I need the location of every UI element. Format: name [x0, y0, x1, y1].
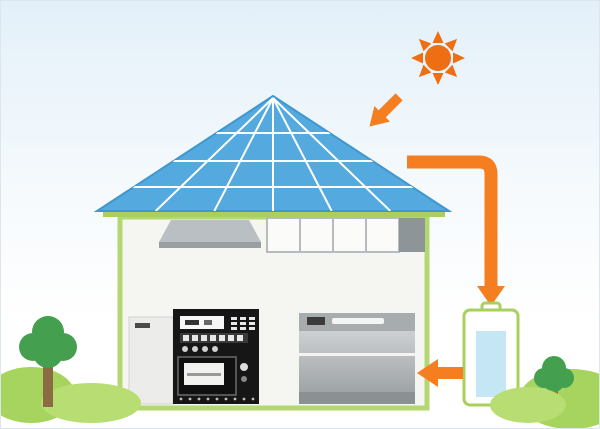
- oven-unit: [173, 309, 259, 404]
- oven-door-knob2: [241, 376, 247, 382]
- range-hood-shape: [159, 220, 261, 242]
- right-vegetation: [490, 356, 599, 428]
- left-vegetation: [1, 316, 141, 423]
- arrow-roof-to-battery-head: [477, 286, 505, 306]
- tree-right-canopy: [534, 356, 574, 392]
- oven-display: [180, 316, 224, 329]
- tree-left-canopy: [19, 316, 77, 368]
- sun-disc: [425, 45, 451, 71]
- sun-rays: [411, 31, 465, 85]
- dishwasher-unit: [299, 313, 415, 404]
- dishwasher-handle-slot: [332, 318, 384, 324]
- window-dark-panel: [399, 218, 425, 252]
- arrow-sun-to-roof-icon: [369, 93, 403, 127]
- oven-display-tick2: [204, 320, 212, 325]
- oven-door-knob: [240, 363, 248, 371]
- dishwasher-body-line: [299, 353, 415, 356]
- battery-charge-level: [476, 331, 506, 397]
- arrow-battery-to-house-icon: [417, 359, 463, 387]
- range-hood-bar: [159, 242, 261, 248]
- storage-battery: [462, 301, 520, 407]
- bush-left-small: [41, 383, 141, 423]
- cabinet-handle: [135, 323, 150, 328]
- dishwasher-control-panel: [307, 317, 325, 325]
- bush-right-front: [490, 387, 566, 423]
- oven-vent-dots: [179, 397, 255, 401]
- house: [117, 214, 430, 411]
- roof-eave: [103, 211, 445, 217]
- oven-button-grid: [231, 317, 255, 330]
- oven-control-buttons: [183, 335, 243, 341]
- oven-display-tick: [185, 320, 199, 325]
- arrow-roof-to-battery-icon: [407, 155, 505, 306]
- upper-floor-windows: [159, 217, 425, 253]
- dishwasher-body: [299, 331, 415, 392]
- tree-left-trunk: [43, 367, 53, 407]
- oven-door-window-line: [187, 373, 221, 376]
- solar-panel-roof: [93, 94, 453, 212]
- oven-knobs: [182, 346, 218, 352]
- roof-panel-grid: [133, 97, 413, 211]
- window-dividers: [299, 218, 367, 252]
- dishwasher-base: [299, 392, 415, 404]
- cabinet: [128, 316, 174, 405]
- sun-icon: [411, 31, 465, 85]
- kitchen-appliances: [128, 309, 415, 405]
- arrow-roof-to-battery-shaft: [407, 155, 498, 288]
- tree-left: [19, 316, 77, 407]
